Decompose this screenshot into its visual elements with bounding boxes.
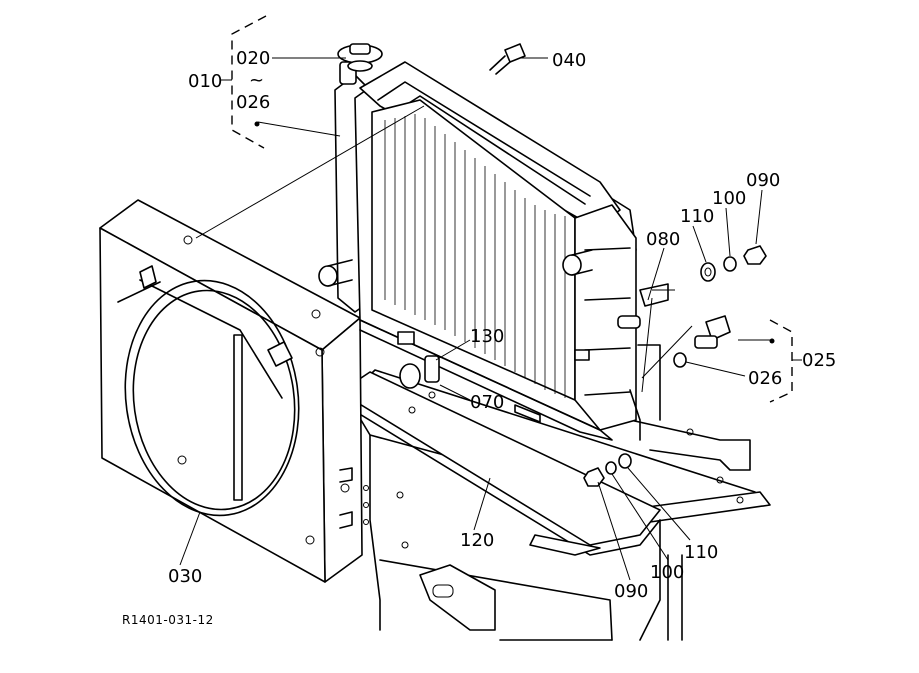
mounting-frame bbox=[354, 369, 771, 641]
radiator-core-fins bbox=[384, 114, 566, 398]
callout-120: 120 bbox=[460, 530, 494, 551]
callout-080: 080 bbox=[646, 229, 680, 250]
callout-100-bottom: 100 bbox=[650, 562, 684, 583]
callout-026-right: 026 bbox=[748, 368, 782, 389]
callout-070: 070 bbox=[470, 392, 504, 413]
nut-090-bottom bbox=[583, 467, 605, 487]
callout-030: 030 bbox=[168, 566, 202, 587]
washer-110-right bbox=[700, 262, 716, 282]
callout-020: 020 bbox=[236, 48, 270, 69]
callout-090-right: 090 bbox=[746, 170, 780, 191]
nut-090-right bbox=[743, 245, 767, 265]
washer-100-right bbox=[723, 256, 737, 272]
bolt-040 bbox=[489, 43, 526, 75]
callout-040: 040 bbox=[552, 50, 586, 71]
callout-025: 025 bbox=[802, 350, 836, 371]
lower-hose-pipe bbox=[318, 259, 353, 287]
callout-110-right: 110 bbox=[680, 206, 714, 227]
group-brackets bbox=[220, 15, 802, 403]
washer-110-bottom bbox=[618, 453, 632, 469]
o-ring bbox=[673, 352, 687, 368]
callout-026-top: 026 bbox=[236, 92, 270, 113]
drain-plug bbox=[399, 355, 440, 389]
callout-110-bottom: 110 bbox=[684, 542, 718, 563]
washer-100-bottom bbox=[605, 461, 617, 475]
wing-bolt bbox=[694, 315, 731, 349]
figure-id: R1401-031-12 bbox=[122, 613, 214, 627]
callout-010: 010 bbox=[188, 71, 222, 92]
range-tilde: ~ bbox=[249, 70, 264, 91]
radiator-cap bbox=[337, 43, 383, 72]
callout-090-bottom: 090 bbox=[614, 581, 648, 602]
support-plate bbox=[339, 371, 661, 556]
upper-hose-pipe bbox=[562, 249, 593, 276]
callout-100-right: 100 bbox=[712, 188, 746, 209]
radiator-assembly bbox=[318, 61, 637, 441]
callout-130: 130 bbox=[470, 326, 504, 347]
fan-shroud bbox=[99, 199, 369, 583]
leader-lines bbox=[179, 57, 770, 581]
callout-labels: 010 020 ~ 026 040 080 110 100 090 130 07… bbox=[122, 48, 836, 627]
